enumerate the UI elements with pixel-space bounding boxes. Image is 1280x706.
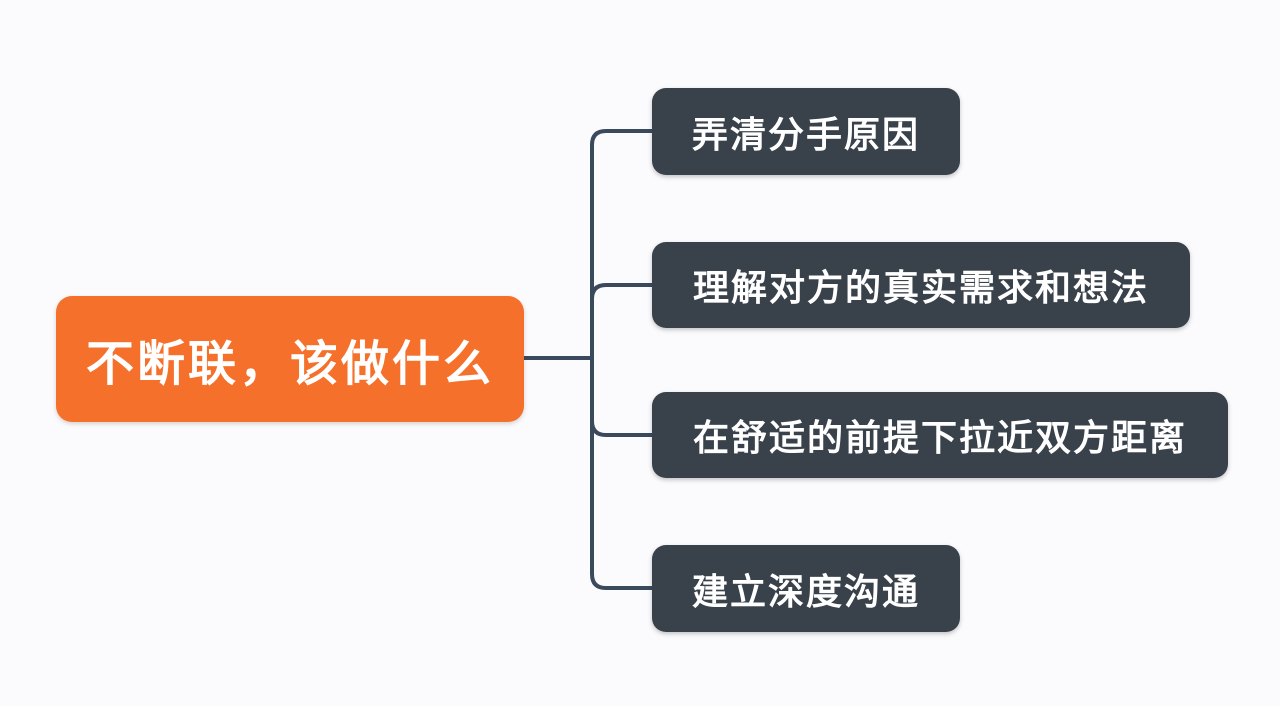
branch-node-label: 弄清分手原因 [691, 114, 920, 156]
root-node[interactable]: 不断联，该做什么 [56, 296, 524, 422]
branch-node-breakup-reason[interactable]: 弄清分手原因 [652, 88, 960, 175]
connector-branch-4 [590, 358, 652, 590]
connector-branch-3 [590, 358, 652, 437]
branch-node-label: 建立深度沟通 [691, 571, 920, 613]
branch-node-deep-communication[interactable]: 建立深度沟通 [652, 545, 960, 632]
root-node-label: 不断联，该做什么 [85, 336, 494, 392]
connector-branch-1 [590, 129, 652, 358]
connector-branch-2 [590, 283, 652, 358]
branch-node-close-distance[interactable]: 在舒适的前提下拉近双方距离 [652, 392, 1228, 478]
branch-node-label: 理解对方的真实需求和想法 [692, 268, 1149, 309]
branch-node-understand-needs[interactable]: 理解对方的真实需求和想法 [652, 242, 1190, 328]
branch-node-label: 在舒适的前提下拉近双方距离 [692, 418, 1187, 459]
